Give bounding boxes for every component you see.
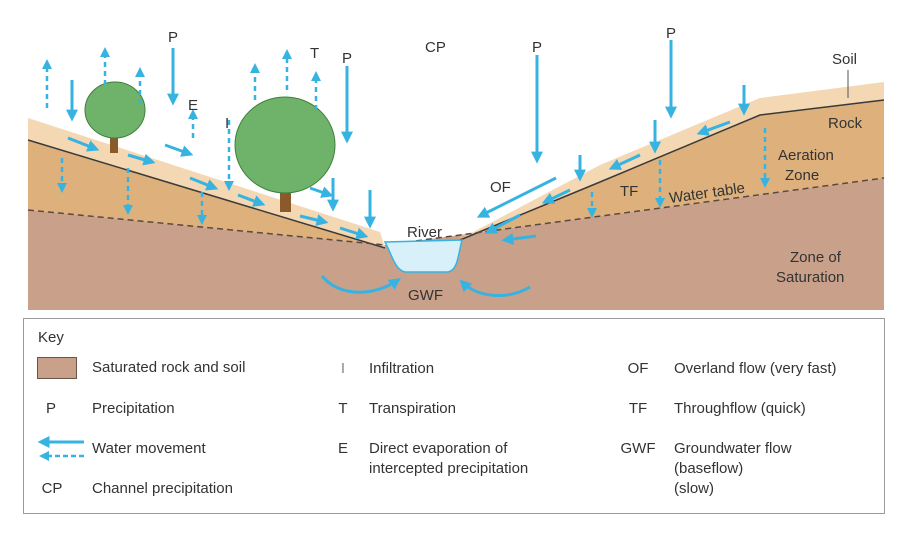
tf-arrow <box>67 136 100 152</box>
label-of: OF <box>490 179 511 196</box>
key-desc-channel-precipitation: Channel precipitation <box>92 480 233 497</box>
label-p-1: P <box>168 29 178 46</box>
label-i: I <box>225 115 229 132</box>
tf-arrow <box>299 214 329 226</box>
hillslope-cross-section-diagram: P P P P CP T E I Soil Rock Aeration Zone… <box>27 25 885 310</box>
of-arrow <box>501 232 537 245</box>
soil-rock-boundary-left <box>27 139 386 249</box>
saturated-swatch-icon <box>37 357 77 379</box>
key-desc-infiltration: Infiltration <box>369 360 435 377</box>
key-legend-box: Key Saturated rock and soil P Precipitat… <box>23 318 885 514</box>
key-desc-precipitation: Precipitation <box>92 400 175 417</box>
river-channel <box>383 239 463 273</box>
groundwater-flow-arrows <box>320 275 531 298</box>
key-code-tf: TF <box>628 400 648 417</box>
infiltration-arrows <box>57 120 770 225</box>
tf-arrow <box>484 213 521 234</box>
key-desc-evaporation-line1: Direct evaporation of <box>369 440 508 457</box>
key-desc-evaporation-line2: intercepted precipitation <box>369 460 529 477</box>
key-title: Key <box>38 329 64 346</box>
label-e: E <box>188 97 198 114</box>
label-saturation-1: Zone of <box>790 249 842 266</box>
aeration-zone-right <box>460 100 884 240</box>
key-code-gwf: GWF <box>620 440 656 457</box>
key-desc-groundwater-line1: Groundwater flow <box>674 440 792 457</box>
gwf-arrow <box>320 275 401 294</box>
tf-arrow <box>541 188 571 204</box>
label-soil: Soil <box>832 51 857 68</box>
key-desc-water-movement: Water movement <box>92 440 206 457</box>
label-rock: Rock <box>828 115 863 132</box>
tf-arrow <box>164 143 194 157</box>
tree-large-icon <box>234 96 336 212</box>
key-desc-transpiration: Transpiration <box>369 400 456 417</box>
key-code-e: E <box>337 440 348 457</box>
key-desc-saturated: Saturated rock and soil <box>92 359 246 376</box>
soil-rock-boundary-right <box>459 99 885 241</box>
of-arrow <box>476 176 557 218</box>
soil-layer-right <box>460 82 884 240</box>
key-desc-throughflow: Throughflow (quick) <box>674 400 806 417</box>
key-code-i: I <box>340 360 346 377</box>
label-p-2: P <box>342 50 352 67</box>
tf-arrow <box>309 186 334 198</box>
label-tf: TF <box>620 183 638 200</box>
key-desc-groundwater-line2: (baseflow) <box>674 460 744 477</box>
tf-arrow <box>608 153 641 170</box>
key-code-t: T <box>338 400 348 417</box>
precipitation-arrows <box>66 40 750 229</box>
tf-arrow <box>237 193 266 207</box>
tree-small-icon <box>84 81 146 153</box>
tf-arrow <box>339 226 369 240</box>
key-code-p: P <box>45 400 56 417</box>
key-desc-overland-flow: Overland flow (very fast) <box>674 360 837 377</box>
tf-arrow <box>127 153 156 166</box>
evaporation-arrows <box>42 47 321 138</box>
key-code-cp: CP <box>41 480 63 497</box>
key-desc-groundwater-line3: (slow) <box>674 480 714 497</box>
gwf-arrow <box>459 279 531 298</box>
tf-arrow <box>696 120 731 136</box>
label-aeration-1: Aeration <box>778 147 834 164</box>
label-cp: CP <box>425 39 446 56</box>
label-gwf: GWF <box>408 287 443 304</box>
label-river: River <box>407 224 442 241</box>
water-movement-arrows-icon <box>38 436 84 461</box>
label-p-3: P <box>532 39 542 56</box>
label-t: T <box>310 45 319 62</box>
label-aeration-2: Zone <box>785 167 819 184</box>
key-code-of: OF <box>627 360 649 377</box>
tf-arrow <box>189 176 219 191</box>
label-p-4: P <box>666 25 676 42</box>
label-saturation-2: Saturation <box>776 269 844 286</box>
throughflow-arrows <box>67 120 731 245</box>
